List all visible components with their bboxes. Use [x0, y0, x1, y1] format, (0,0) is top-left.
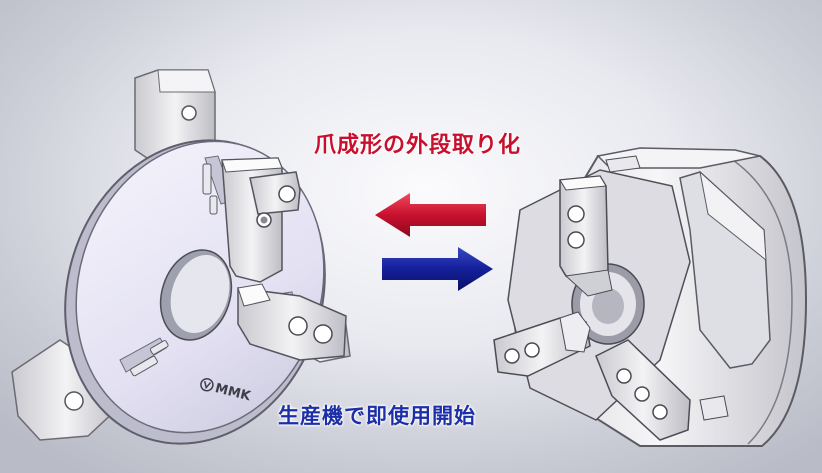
lathe-chuck-icon — [493, 147, 808, 447]
chuck-right-jaw — [595, 339, 691, 441]
right-jaw — [237, 283, 347, 361]
chuck-top-jaw — [559, 175, 613, 297]
caption-bottom: 生産機で即使用開始 — [278, 404, 476, 428]
chuck-forming-station-icon: MMK — [11, 69, 351, 445]
arrow-left-icon — [375, 193, 486, 237]
arrow-right-icon — [382, 247, 493, 291]
chuck-left-jaw — [493, 311, 591, 377]
adjuster-bolts — [130, 163, 218, 377]
caption-top: 爪成形の外段取り化 — [314, 133, 522, 158]
top-jaw — [221, 157, 301, 283]
